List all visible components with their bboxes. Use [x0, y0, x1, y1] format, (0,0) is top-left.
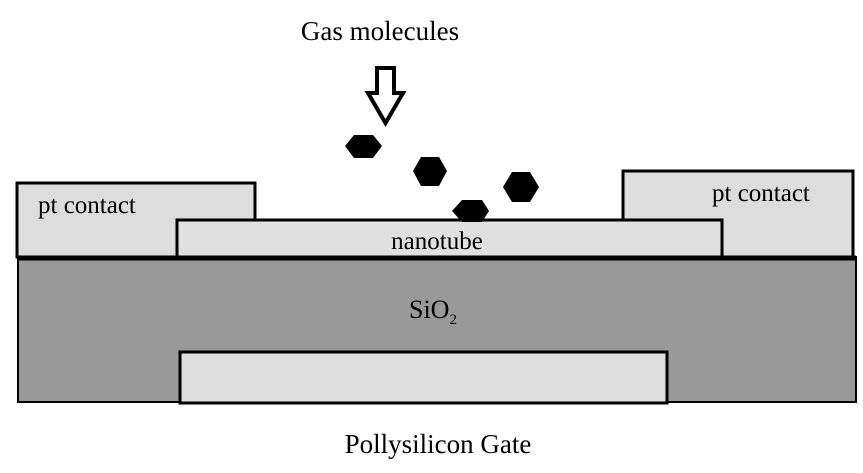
nanotube: [175, 218, 724, 259]
gas-molecules-label: Gas molecules: [301, 16, 459, 46]
polysilicon-gate: [178, 350, 669, 405]
gas-molecule: [413, 157, 447, 186]
gate-label: Pollysilicon Gate: [345, 429, 532, 459]
gas-molecule: [503, 172, 539, 202]
pt-contact-right-label: pt contact: [712, 180, 810, 207]
gas-molecule: [345, 135, 382, 158]
gas-molecule: [452, 200, 489, 222]
pt-contact-left-label: pt contact: [38, 192, 136, 219]
nanotube-label: nanotube: [391, 228, 483, 255]
down-arrow-icon: [364, 66, 407, 127]
sio2-label: SiO2: [409, 295, 457, 328]
